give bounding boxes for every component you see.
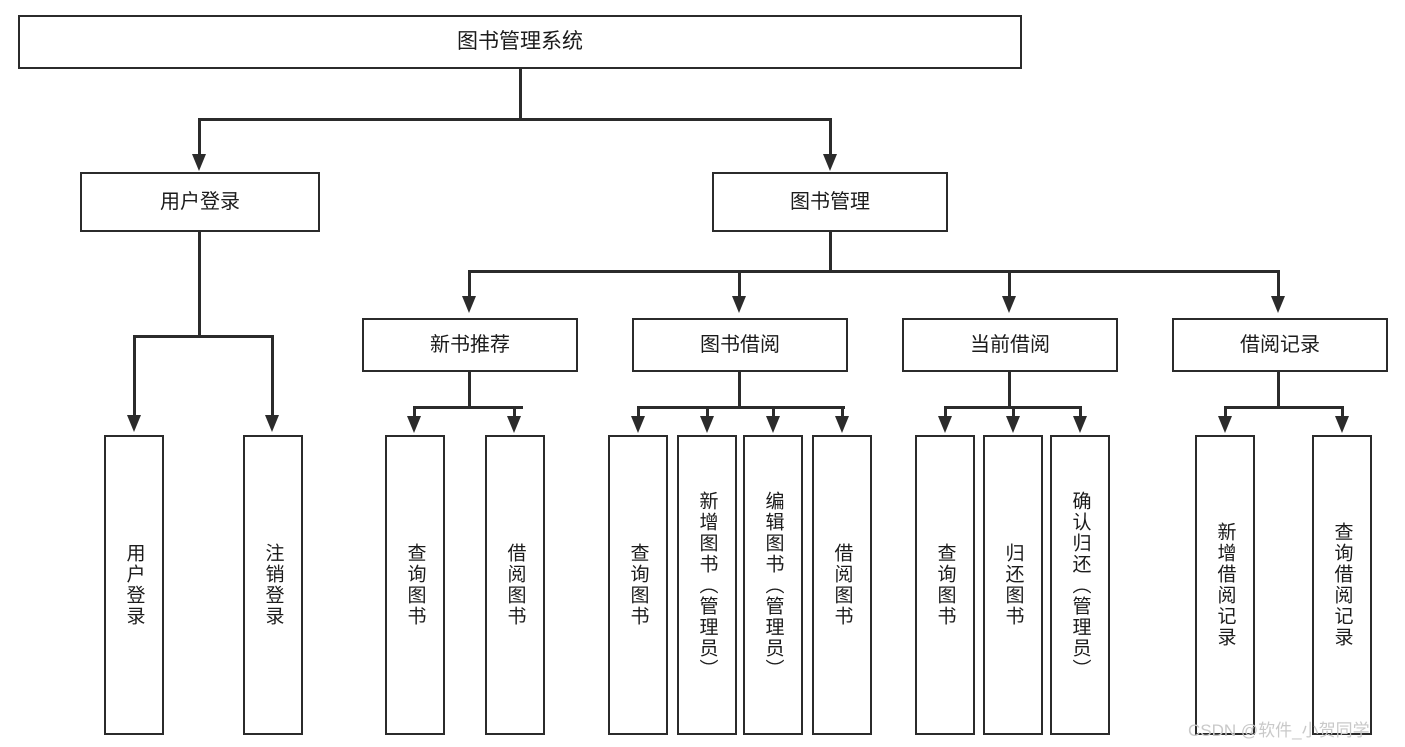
arrow-bm-to-new-book [462, 296, 476, 313]
arrow-bb-leaf2 [700, 416, 714, 433]
node-leaf-borrow-book-2[interactable]: 借阅图书 [812, 435, 872, 735]
connector-bm-to-new-book [468, 270, 471, 298]
connector-bb-leaf1 [637, 406, 640, 418]
connector-root-stem [519, 69, 522, 119]
arrow-user-login-left [127, 415, 141, 432]
node-leaf-query-book-1-label: 查询图书 [404, 543, 426, 627]
node-leaf-add-borrow-record-label: 新增借阅记录 [1214, 522, 1236, 648]
node-leaf-query-book-2[interactable]: 查询图书 [608, 435, 668, 735]
node-leaf-return-book-label: 归还图书 [1002, 543, 1024, 627]
csdn-watermark: CSDN @软件_小贺同学 [1188, 721, 1370, 740]
connector-root-to-user-login [198, 118, 201, 156]
connector-book-borrow-stem [738, 372, 741, 408]
node-user-login-label: 用户登录 [160, 190, 240, 213]
node-leaf-return-book[interactable]: 归还图书 [983, 435, 1043, 735]
node-book-borrow[interactable]: 图书借阅 [632, 318, 848, 372]
connector-borrow-record-stem [1277, 372, 1280, 408]
arrow-bm-to-current-borrow [1002, 296, 1016, 313]
connector-bm-to-borrow-record [1277, 270, 1280, 298]
connector-user-login-right [271, 335, 274, 417]
node-user-login[interactable]: 用户登录 [80, 172, 320, 232]
connector-new-book-leaf1 [413, 406, 416, 418]
arrow-br-leaf2 [1335, 416, 1349, 433]
connector-br-leaf2 [1341, 406, 1344, 418]
connector-new-book-bar [413, 406, 523, 409]
node-current-borrow[interactable]: 当前借阅 [902, 318, 1118, 372]
connector-current-borrow-stem [1008, 372, 1011, 408]
connector-user-login-left [133, 335, 136, 417]
connector-root-bar [198, 118, 831, 121]
arrow-new-book-leaf2 [507, 416, 521, 433]
node-borrow-record[interactable]: 借阅记录 [1172, 318, 1388, 372]
node-leaf-edit-book-label: 编辑图书（管理员） [762, 490, 784, 680]
arrow-bb-leaf4 [835, 416, 849, 433]
node-borrow-record-label: 借阅记录 [1240, 333, 1320, 356]
connector-new-book-leaf2 [513, 406, 516, 418]
node-leaf-user-login[interactable]: 用户登录 [104, 435, 164, 735]
arrow-root-to-book-manage [823, 154, 837, 171]
node-leaf-add-book[interactable]: 新增图书（管理员） [677, 435, 737, 735]
node-leaf-query-book-1[interactable]: 查询图书 [385, 435, 445, 735]
node-leaf-add-book-label: 新增图书（管理员） [696, 490, 718, 680]
connector-borrow-record-bar [1224, 406, 1342, 409]
node-leaf-borrow-book-1-label: 借阅图书 [504, 543, 526, 627]
connector-cb-leaf2 [1012, 406, 1015, 418]
node-leaf-borrow-book-1[interactable]: 借阅图书 [485, 435, 545, 735]
node-leaf-query-book-3[interactable]: 查询图书 [915, 435, 975, 735]
arrow-br-leaf1 [1218, 416, 1232, 433]
node-leaf-query-borrow-record-label: 查询借阅记录 [1331, 522, 1353, 648]
arrow-cb-leaf2 [1006, 416, 1020, 433]
arrow-new-book-leaf1 [407, 416, 421, 433]
node-leaf-confirm-return[interactable]: 确认归还（管理员） [1050, 435, 1110, 735]
node-leaf-user-logout[interactable]: 注销登录 [243, 435, 303, 735]
node-leaf-query-book-2-label: 查询图书 [627, 543, 649, 627]
connector-bb-leaf2 [706, 406, 709, 418]
node-leaf-query-book-3-label: 查询图书 [934, 543, 956, 627]
node-book-manage[interactable]: 图书管理 [712, 172, 948, 232]
arrow-bm-to-book-borrow [732, 296, 746, 313]
connector-br-leaf1 [1224, 406, 1227, 418]
node-new-book-recommend[interactable]: 新书推荐 [362, 318, 578, 372]
arrow-bb-leaf3 [766, 416, 780, 433]
arrow-bm-to-borrow-record [1271, 296, 1285, 313]
node-book-borrow-label: 图书借阅 [700, 333, 780, 356]
connector-user-login-stem [198, 232, 201, 335]
node-new-book-recommend-label: 新书推荐 [430, 333, 510, 356]
connector-book-manage-bar [468, 270, 1280, 273]
connector-bm-to-current-borrow [1008, 270, 1011, 298]
node-book-manage-label: 图书管理 [790, 190, 870, 213]
connector-book-manage-stem [829, 232, 832, 272]
node-root-label: 图书管理系统 [457, 30, 583, 54]
connector-root-to-book-manage [829, 118, 832, 156]
node-leaf-borrow-book-2-label: 借阅图书 [831, 543, 853, 627]
arrow-cb-leaf3 [1073, 416, 1087, 433]
arrow-root-to-user-login [192, 154, 206, 171]
connector-user-login-bar [133, 335, 273, 338]
connector-bm-to-book-borrow [738, 270, 741, 298]
node-leaf-confirm-return-label: 确认归还（管理员） [1069, 490, 1091, 680]
connector-book-borrow-bar [637, 406, 845, 409]
connector-cb-leaf3 [1079, 406, 1082, 418]
node-leaf-user-logout-label: 注销登录 [262, 543, 284, 627]
node-leaf-user-login-label: 用户登录 [123, 543, 145, 627]
connector-bb-leaf3 [772, 406, 775, 418]
node-leaf-add-borrow-record[interactable]: 新增借阅记录 [1195, 435, 1255, 735]
connector-cb-leaf1 [944, 406, 947, 418]
connector-new-book-stem [468, 372, 471, 408]
connector-bb-leaf4 [841, 406, 844, 418]
node-leaf-edit-book[interactable]: 编辑图书（管理员） [743, 435, 803, 735]
node-leaf-query-borrow-record[interactable]: 查询借阅记录 [1312, 435, 1372, 735]
arrow-user-login-right [265, 415, 279, 432]
node-root-system[interactable]: 图书管理系统 [18, 15, 1022, 69]
arrow-cb-leaf1 [938, 416, 952, 433]
node-current-borrow-label: 当前借阅 [970, 333, 1050, 356]
arrow-bb-leaf1 [631, 416, 645, 433]
